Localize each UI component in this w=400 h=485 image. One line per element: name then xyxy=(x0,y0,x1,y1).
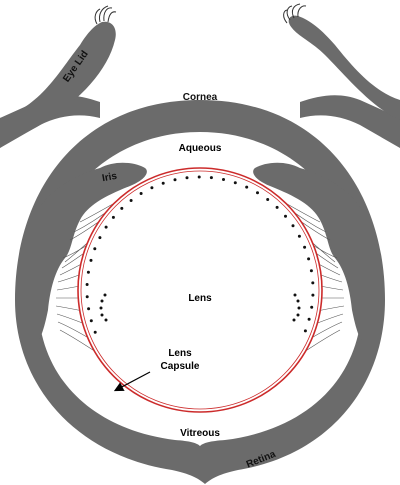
cornea-label: Cornea xyxy=(183,92,218,103)
epithelium-dot xyxy=(233,181,237,185)
epithelium-dot xyxy=(197,175,201,179)
lens-capsule-label-line2: Capsule xyxy=(161,361,200,372)
hook-dot xyxy=(297,306,301,310)
epithelium-dot xyxy=(266,198,270,201)
epithelium-dot xyxy=(209,176,213,180)
epithelium-dot xyxy=(185,176,189,180)
epithelium-dot xyxy=(256,191,259,195)
hook-dot xyxy=(292,318,296,322)
cornea-right xyxy=(300,95,400,148)
epithelium-dot xyxy=(85,283,89,286)
hook-dot xyxy=(100,313,104,317)
hook-dot xyxy=(296,299,300,303)
hook-dot xyxy=(293,293,297,297)
lens-capsule-outer xyxy=(77,167,323,413)
hook-dot xyxy=(99,306,103,310)
epithelium-dot xyxy=(129,199,133,202)
vitreous-label: Vitreous xyxy=(180,428,220,439)
lens-capsule-inner xyxy=(80,170,320,410)
epithelium-dot xyxy=(297,234,301,238)
epithelium-dot xyxy=(275,205,279,209)
epithelium-dot xyxy=(139,192,143,195)
epithelium-dot xyxy=(284,214,287,218)
epithelium-dot xyxy=(89,258,93,262)
hook-dot xyxy=(104,318,108,322)
iris-right xyxy=(253,162,362,340)
epithelium-dot xyxy=(303,329,307,333)
epithelium-dot xyxy=(85,295,89,299)
hook-dot xyxy=(100,299,104,303)
hook-dot xyxy=(103,293,107,297)
epithelium-dot xyxy=(303,245,307,249)
epithelium-dot xyxy=(89,319,93,323)
lens-epithelium-dots xyxy=(85,175,315,334)
lens-label: Lens xyxy=(188,293,212,304)
epithelium-dot xyxy=(120,206,124,210)
iris-label: Iris xyxy=(101,171,118,185)
epithelium-dot xyxy=(173,178,177,182)
epithelium-dot xyxy=(86,270,90,274)
epithelium-dot xyxy=(291,224,295,228)
aqueous-label: Aqueous xyxy=(179,143,222,154)
lens-capsule-label-line1: Lens xyxy=(168,348,192,359)
arrow-icon xyxy=(113,371,151,392)
epithelium-dot xyxy=(311,281,315,285)
eyelashes-left xyxy=(94,5,117,25)
epithelium-dot xyxy=(98,236,102,240)
epithelium-dot xyxy=(311,293,315,297)
epithelium-dot xyxy=(309,269,313,273)
lens-hook-dots xyxy=(99,293,301,322)
epithelium-dot xyxy=(307,317,311,321)
eyelashes-right xyxy=(283,3,307,24)
epithelium-dot xyxy=(150,186,154,190)
hook-dot xyxy=(296,313,300,317)
epithelium-dot xyxy=(104,225,108,229)
epithelium-dot xyxy=(307,257,311,261)
epithelium-dot xyxy=(222,178,225,181)
eyelid-right xyxy=(288,15,400,121)
epithelium-dot xyxy=(111,215,115,219)
epithelium-dot xyxy=(310,305,314,309)
iris-left xyxy=(38,162,147,340)
epithelium-dot xyxy=(87,307,91,311)
eyelid-left xyxy=(0,21,116,149)
epithelium-dot xyxy=(93,247,97,251)
epithelium-dot xyxy=(93,330,97,334)
epithelium-dot xyxy=(161,181,165,185)
epithelium-dot xyxy=(245,185,249,189)
